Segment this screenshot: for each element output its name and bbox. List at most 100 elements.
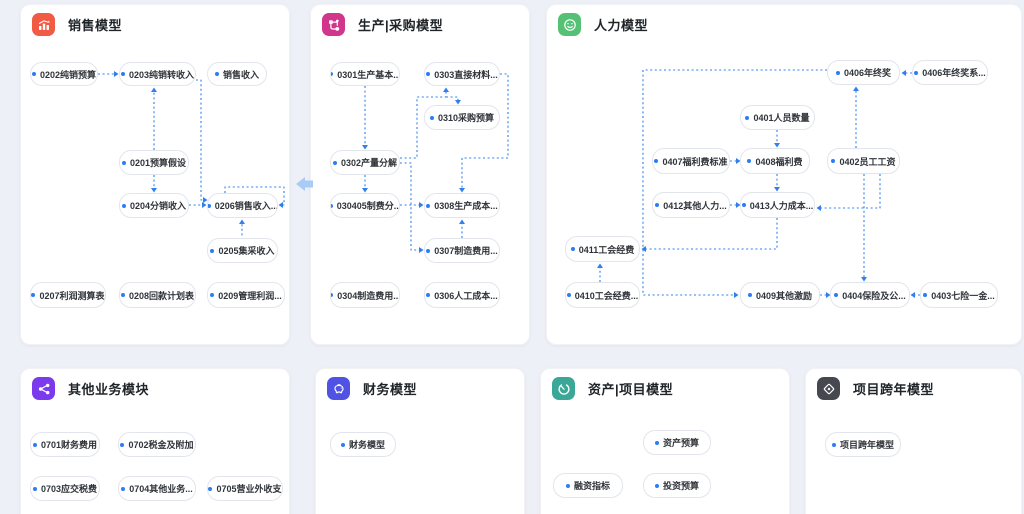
node-label: 0207利润测算表 xyxy=(39,290,105,301)
model-node[interactable]: 0304制造费用... xyxy=(330,282,400,308)
node-label: 财务模型 xyxy=(348,440,385,450)
model-node[interactable]: 财务模型 xyxy=(330,432,396,457)
model-node[interactable]: 0407福利费标准 xyxy=(652,148,730,174)
node-dot-icon xyxy=(120,72,125,76)
model-node[interactable]: 030405制费分... xyxy=(330,193,400,218)
panel-title: 项目跨年模型 xyxy=(853,382,935,397)
model-node[interactable]: 0208回款计划表 xyxy=(119,282,196,308)
node-label: 投资预算 xyxy=(662,481,699,491)
node-label: 0401人员数量 xyxy=(753,113,810,123)
node-label: 0702税金及附加 xyxy=(128,440,194,450)
model-node[interactable]: 0701财务费用 xyxy=(30,432,100,457)
model-node[interactable]: 0412其他人力... xyxy=(652,192,730,218)
node-dot-icon xyxy=(331,293,334,297)
model-node[interactable]: 0402员工工资 xyxy=(827,148,900,174)
node-label: 0407福利费标准 xyxy=(662,156,728,167)
node-label: 0302产量分解 xyxy=(340,158,398,168)
node-label: 0413人力成本... xyxy=(749,200,814,211)
panel-title: 资产|项目模型 xyxy=(588,382,674,397)
node-dot-icon xyxy=(831,159,836,163)
model-node[interactable]: 0408福利费 xyxy=(740,148,810,174)
node-dot-icon xyxy=(426,293,431,297)
model-node[interactable]: 0203纯销转收入 xyxy=(119,62,196,86)
node-label: 0701财务费用 xyxy=(40,440,98,450)
model-node[interactable]: 0404保险及公... xyxy=(830,282,910,308)
node-dot-icon xyxy=(741,203,746,207)
node-dot-icon xyxy=(834,293,839,297)
model-node[interactable]: 0704其他业务... xyxy=(118,476,196,501)
model-node[interactable]: 投资预算 xyxy=(643,473,711,498)
node-label: 0412其他人力... xyxy=(663,200,727,211)
node-dot-icon xyxy=(654,440,659,445)
model-node[interactable]: 0410工会经费... xyxy=(565,282,640,308)
node-dot-icon xyxy=(121,203,126,208)
model-node[interactable]: 0702税金及附加 xyxy=(118,432,196,457)
panel-header: 财务模型 xyxy=(327,377,417,400)
model-node[interactable]: 0409其他激励 xyxy=(740,282,820,308)
node-label: 0208回款计划表 xyxy=(128,290,195,301)
model-node[interactable]: 0403七险一金... xyxy=(920,282,998,308)
node-dot-icon xyxy=(214,72,219,76)
model-node[interactable]: 0308生产成本... xyxy=(424,193,500,218)
model-node[interactable]: 销售收入 xyxy=(207,62,267,86)
node-dot-icon xyxy=(120,293,125,297)
gauge-icon xyxy=(552,377,575,400)
node-label: 0408福利费 xyxy=(755,156,803,167)
node-dot-icon xyxy=(831,442,836,447)
model-node[interactable]: 0201预算假设 xyxy=(119,150,189,175)
panel-title: 人力模型 xyxy=(594,18,649,33)
model-node[interactable]: 0413人力成本... xyxy=(740,192,815,218)
model-node[interactable]: 0411工会经费 xyxy=(565,236,640,262)
model-node[interactable]: 0406年终奖系... xyxy=(912,60,988,85)
model-node[interactable]: 0205集采收入 xyxy=(207,238,278,263)
node-dot-icon xyxy=(426,72,431,76)
node-dot-icon xyxy=(32,442,37,447)
node-dot-icon xyxy=(332,160,337,165)
node-dot-icon xyxy=(566,293,571,297)
model-node[interactable]: 0202纯销预算 xyxy=(30,62,98,86)
node-label: 0403七险一金... xyxy=(931,290,995,301)
model-node[interactable]: 0302产量分解 xyxy=(330,150,400,175)
smiley-icon xyxy=(558,13,581,36)
node-label: 0206销售收入... xyxy=(214,201,278,211)
piggy-bank-icon xyxy=(327,377,350,400)
model-node[interactable]: 0401人员数量 xyxy=(740,105,815,130)
node-label: 融资指标 xyxy=(573,481,610,491)
model-node[interactable]: 项目跨年模型 xyxy=(825,432,901,457)
model-node[interactable]: 融资指标 xyxy=(553,473,623,498)
node-label: 0304制造费用... xyxy=(337,290,400,301)
model-node[interactable]: 0206销售收入... xyxy=(207,193,278,218)
node-label: 0310采购预算 xyxy=(437,113,495,123)
node-dot-icon xyxy=(208,203,211,208)
model-node[interactable]: 0209管理利润... xyxy=(207,282,285,308)
node-dot-icon xyxy=(654,159,659,163)
model-node[interactable]: 0705营业外收支 xyxy=(207,476,283,501)
node-dot-icon xyxy=(747,159,752,163)
model-node[interactable]: 0301生产基本... xyxy=(330,62,400,86)
node-label: 0205集采收入 xyxy=(218,246,275,256)
model-node[interactable]: 资产预算 xyxy=(643,430,711,455)
node-label: 0308生产成本... xyxy=(434,201,498,211)
node-label: 0307制造费用... xyxy=(434,246,498,256)
diamond-icon xyxy=(817,377,840,400)
model-node[interactable]: 0406年终奖 xyxy=(827,60,900,85)
model-node[interactable]: 0207利润测算表 xyxy=(30,282,106,308)
node-label: 0203纯销转收入 xyxy=(128,69,195,80)
node-label: 0303直接材料... xyxy=(434,69,498,80)
model-node[interactable]: 0310采购预算 xyxy=(424,105,500,130)
node-label: 0202纯销预算 xyxy=(39,69,97,80)
node-dot-icon xyxy=(340,442,345,447)
model-node[interactable]: 0307制造费用... xyxy=(424,238,500,263)
model-node[interactable]: 0703应交税费 xyxy=(30,476,100,501)
node-label: 0306人工成本... xyxy=(434,290,498,301)
node-label: 0201预算假设 xyxy=(129,158,187,168)
node-label: 030405制费分... xyxy=(336,201,400,211)
node-label: 0703应交税费 xyxy=(40,484,98,494)
model-node[interactable]: 0303直接材料... xyxy=(424,62,500,86)
model-node[interactable]: 0204分销收入 xyxy=(119,193,189,218)
node-dot-icon xyxy=(426,203,431,208)
node-dot-icon xyxy=(32,486,37,491)
model-node[interactable]: 0306人工成本... xyxy=(424,282,500,308)
panel-title: 销售模型 xyxy=(68,18,123,33)
